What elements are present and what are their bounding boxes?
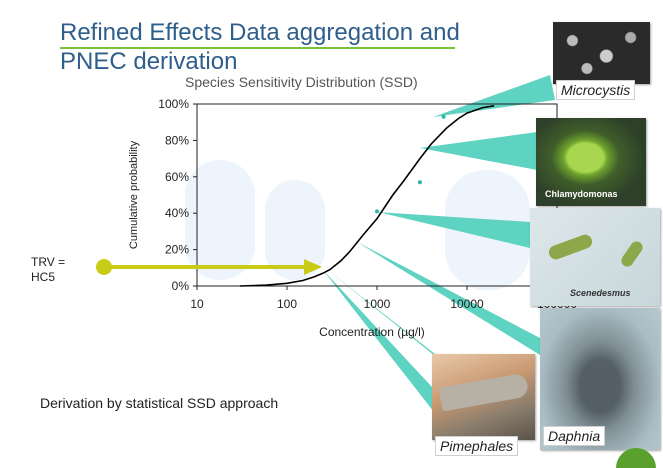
x-tick-label: 1000 — [364, 297, 391, 311]
microcystis-caption: Microcystis — [556, 80, 636, 100]
trv-arrow — [96, 259, 322, 275]
data-point — [375, 209, 379, 214]
scenedesmus-inner-caption: Scenedesmus — [570, 288, 631, 298]
y-tick-label: 0% — [172, 279, 190, 293]
pimephales-caption: Pimephales — [435, 436, 519, 456]
y-axis-label: Cumulative probability — [128, 140, 140, 249]
scenedesmus-photo: Scenedesmus — [530, 208, 660, 306]
trv-marker — [96, 259, 112, 275]
data-point — [417, 180, 422, 185]
x-axis-ticks: 10100100010000100000 — [190, 286, 577, 311]
callout-scenedesmus — [378, 212, 530, 248]
callout-microcystis — [433, 75, 555, 117]
trv-label-line-2: HC5 — [31, 270, 56, 284]
slide-title: Refined Effects Data aggregation and PNE… — [60, 18, 460, 76]
trv-label: TRV = HC5 — [31, 255, 65, 285]
x-tick-label: 10 — [190, 297, 204, 311]
x-axis-label: Concentration (µg/l) — [319, 325, 425, 339]
derivation-text: Derivation by statistical SSD approach — [40, 395, 279, 411]
slide-title-line-1: Refined Effects Data aggregation and — [60, 19, 460, 46]
plot-area-frame — [196, 103, 558, 287]
daphnia-caption: Daphnia — [543, 426, 606, 446]
callout-pimephales-lower — [323, 270, 446, 412]
background-watermark — [265, 180, 325, 280]
chart-axes — [196, 103, 558, 287]
pimephales-fish — [438, 372, 530, 412]
data-point — [441, 114, 446, 119]
scenedesmus-cells-1 — [546, 232, 595, 262]
trv-arrow-head — [304, 259, 322, 275]
microcystis-photo — [553, 22, 650, 84]
callout-wedges — [323, 75, 555, 412]
y-axis-ticks: 0% 20% 40% 60% 80% 100% — [158, 97, 197, 293]
scenedesmus-cells-2 — [619, 239, 645, 269]
x-tick-label: 10000 — [450, 297, 484, 311]
callout-daphnia — [357, 242, 540, 355]
callout-chlamydomonas — [420, 132, 537, 170]
slide-title-line-2: PNEC derivation — [60, 48, 238, 75]
y-tick-label: 60% — [165, 170, 189, 184]
y-tick-label: 40% — [165, 206, 189, 220]
pimephales-photo — [432, 354, 535, 440]
chart-title: Species Sensitivity Distribution (SSD) — [185, 74, 418, 90]
ssd-curve — [239, 105, 495, 287]
chart-series — [239, 105, 495, 287]
y-tick-label: 20% — [165, 243, 189, 257]
title-underline — [60, 47, 455, 49]
chlamydomonas-inner-caption: Chlamydomonas — [545, 189, 618, 199]
y-tick-label: 80% — [165, 133, 189, 147]
callout-pimephales — [325, 268, 458, 372]
chlamydomonas-photo: Chlamydomonas — [536, 118, 646, 206]
trv-label-line-1: TRV = — [31, 255, 66, 269]
x-tick-label: 100 — [277, 297, 297, 311]
y-tick-label: 100% — [158, 97, 189, 111]
